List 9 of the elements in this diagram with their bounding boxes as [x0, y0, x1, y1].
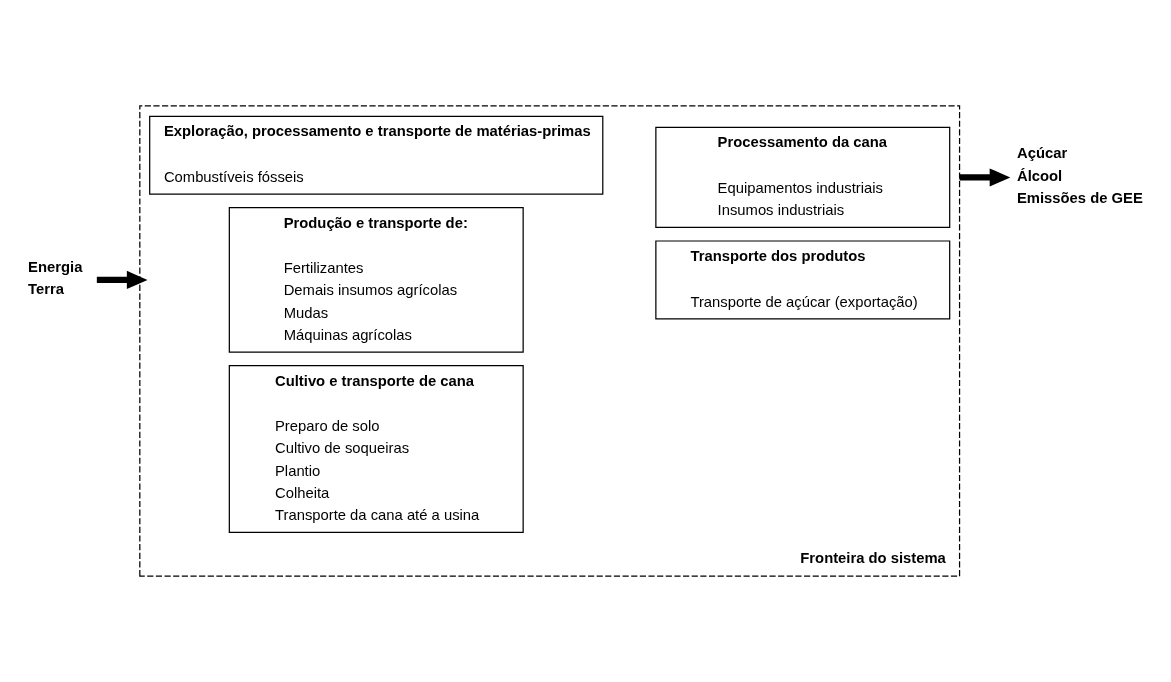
- node-box: Exploração, processamento e transporte de matérias-primas Combustíveis fósseis: [149, 115, 604, 195]
- node-box: Produção e transporte de: Fertilizantes Demais insumos agrícolas Mudas Máquinas agrícolas: [228, 207, 524, 353]
- node-box: Processamento da cana Equipamentos industriais Insumos industriais: [655, 126, 951, 229]
- node-box: Transporte dos produtos Transporte de açúcar (exportação): [655, 240, 951, 320]
- arrow: [96, 270, 148, 289]
- node-text: Energia Terra: [28, 258, 83, 298]
- node-box: Cultivo e transporte de cana Preparo de solo Cultivo de soqueiras Plantio Colheita Transporte da cana até a usina: [228, 365, 524, 533]
- arrow: [959, 168, 1011, 187]
- node-text: Açúcar Álcool Emissões de GEE: [1016, 145, 1143, 206]
